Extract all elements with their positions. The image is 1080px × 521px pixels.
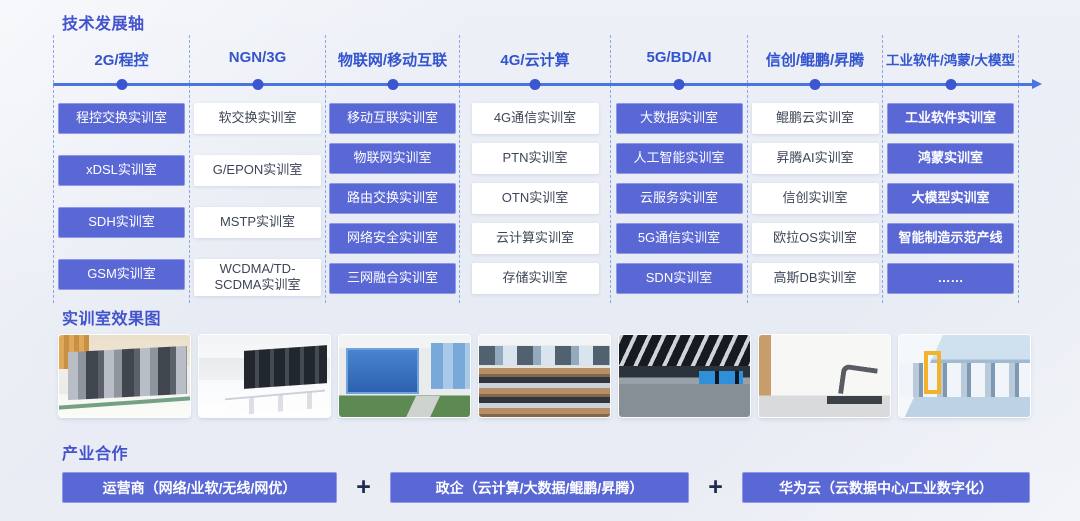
timeline-dot (116, 79, 127, 90)
lab-box: 云服务实训室 (615, 183, 743, 214)
lab-box-list: 软交换实训室 G/EPON实训室 MSTP实训室 WCDMA/TD-SCDMA实训室 (190, 103, 325, 296)
axis-column-label: NGN/3G (228, 49, 287, 66)
timeline-dot (252, 79, 263, 90)
axis-column-label: 物联网/移动互联 (337, 52, 448, 69)
lab-box: 人工智能实训室 (615, 143, 743, 174)
photo-iot-demo-room (339, 335, 470, 417)
section-title-industry-cooperation: 产业合作 (62, 446, 129, 463)
axis-column-label: 2G/程控 (94, 52, 149, 69)
lab-box: …… (887, 263, 1014, 294)
lab-box: 大数据实训室 (615, 103, 743, 134)
plus-icon: + (708, 473, 723, 501)
axis-column-4g-cloud: 4G/云计算 4G通信实训室 PTN实训室 OTN实训室云计算实训室存储实训室 (459, 35, 610, 303)
axis-column-2g: 2G/程控 程控交换实训室 xDSL实训室 SDH实训室 GSM实训室 (53, 35, 189, 303)
photo-computer-classroom (479, 335, 610, 417)
axis-column-5g-bd-ai: 5G/BD/AI 大数据实训室人工智能实训室云服务实训室 5G通信实训室 SDN实训… (610, 35, 747, 303)
axis-column-xinchuang-kunpeng: 信创/鲲鹏/昇腾 鲲鹏云实训室昇腾AI实训室信创实训室欧拉OS实训室高斯DB实训… (747, 35, 882, 303)
photo-server-room (199, 335, 330, 417)
lab-box: SDH实训室 (58, 207, 185, 238)
lab-box: PTN实训室 (471, 143, 599, 174)
lab-box: OTN实训室 (471, 183, 599, 214)
lab-box: 软交换实训室 (194, 103, 321, 134)
lab-box: G/EPON实训室 (194, 155, 321, 186)
axis-column-industrial-software: 工业软件/鸿蒙/大模型 工业软件实训室鸿蒙实训室大模型实训室智能制造示范产线 …… (882, 35, 1019, 303)
industry-cooperation-row: 运营商（网络/业软/无线/网优） + 政企（云计算/大数据/鲲鹏/昇腾） + 华… (62, 472, 1030, 503)
axis-column-label: 5G/BD/AI (646, 49, 712, 66)
timeline-dot (387, 79, 398, 90)
lab-box: GSM实训室 (58, 259, 185, 290)
lab-box: 网络安全实训室 (329, 223, 456, 254)
lab-box: 鸿蒙实训室 (887, 143, 1014, 174)
axis-column-iot-mobile: 物联网/移动互联 移动互联实训室物联网实训室路由交换实训室网络安全实训室三网融合… (325, 35, 459, 303)
lab-box: MSTP实训室 (194, 207, 321, 238)
lab-box: 鲲鹏云实训室 (751, 103, 879, 134)
section-title-tech-axis: 技术发展轴 (62, 16, 145, 33)
photo-robot-lab (759, 335, 890, 417)
lab-box-list: 鲲鹏云实训室昇腾AI实训室信创实训室欧拉OS实训室高斯DB实训室 (748, 103, 882, 294)
photo-smart-manufacturing-line (899, 335, 1030, 417)
lab-box: xDSL实训室 (58, 155, 185, 186)
lab-box: 移动互联实训室 (329, 103, 456, 134)
industry-box-operators: 运营商（网络/业软/无线/网优） (62, 472, 337, 503)
timeline-axis-arrow (53, 79, 1042, 89)
industry-box-government-enterprise: 政企（云计算/大数据/鲲鹏/昇腾） (390, 472, 689, 503)
lab-box: 物联网实训室 (329, 143, 456, 174)
lab-box: 大模型实训室 (887, 183, 1014, 214)
lab-box: WCDMA/TD-SCDMA实训室 (194, 259, 321, 296)
lab-box-list: 4G通信实训室 PTN实训室 OTN实训室云计算实训室存储实训室 (460, 103, 610, 294)
lab-box: 三网融合实训室 (329, 263, 456, 294)
lab-box-list: 大数据实训室人工智能实训室云服务实训室 5G通信实训室 SDN实训室 (611, 103, 747, 294)
lab-box: 5G通信实训室 (615, 223, 743, 254)
lab-box: 欧拉OS实训室 (751, 223, 879, 254)
lab-box: SDN实训室 (615, 263, 743, 294)
timeline-dot (673, 79, 685, 90)
lab-box: 高斯DB实训室 (751, 263, 879, 294)
timeline-dot (809, 79, 821, 90)
lab-box: 信创实训室 (751, 183, 879, 214)
timeline-dot (529, 79, 541, 90)
tech-axis-columns: 2G/程控 程控交换实训室 xDSL实训室 SDH实训室 GSM实训室 NGN/3G … (53, 35, 1019, 303)
timeline-dot (945, 79, 956, 90)
lab-box-list: 程控交换实训室 xDSL实训室 SDH实训室 GSM实训室 (54, 103, 189, 290)
photo-telecom-equipment-room (59, 335, 190, 417)
photo-exhibition-hall (619, 335, 750, 417)
lab-box: 昇腾AI实训室 (751, 143, 879, 174)
lab-box: 存储实训室 (471, 263, 599, 294)
industry-box-huawei-cloud: 华为云（云数据中心/工业数字化） (742, 472, 1030, 503)
lab-photo-gallery (59, 335, 1030, 417)
plus-icon: + (356, 473, 371, 501)
axis-column-label: 4G/云计算 (500, 52, 570, 69)
lab-box: 程控交换实训室 (58, 103, 185, 134)
lab-box: 云计算实训室 (471, 223, 599, 254)
axis-column-label: 信创/鲲鹏/昇腾 (765, 52, 865, 69)
lab-box: 4G通信实训室 (471, 103, 599, 134)
lab-box: 工业软件实训室 (887, 103, 1014, 134)
tech-axis-timeline: 2G/程控 程控交换实训室 xDSL实训室 SDH实训室 GSM实训室 NGN/3G … (53, 35, 1042, 303)
lab-box-list: 移动互联实训室物联网实训室路由交换实训室网络安全实训室三网融合实训室 (326, 103, 459, 294)
axis-column-label: 工业软件/鸿蒙/大模型 (885, 53, 1015, 68)
axis-column-ngn-3g: NGN/3G 软交换实训室 G/EPON实训室 MSTP实训室 WCDMA/TD-SC… (189, 35, 325, 303)
section-title-lab-gallery: 实训室效果图 (62, 311, 162, 328)
lab-box: 路由交换实训室 (329, 183, 456, 214)
lab-box-list: 工业软件实训室鸿蒙实训室大模型实训室智能制造示范产线 …… (883, 103, 1018, 294)
lab-box: 智能制造示范产线 (887, 223, 1014, 254)
